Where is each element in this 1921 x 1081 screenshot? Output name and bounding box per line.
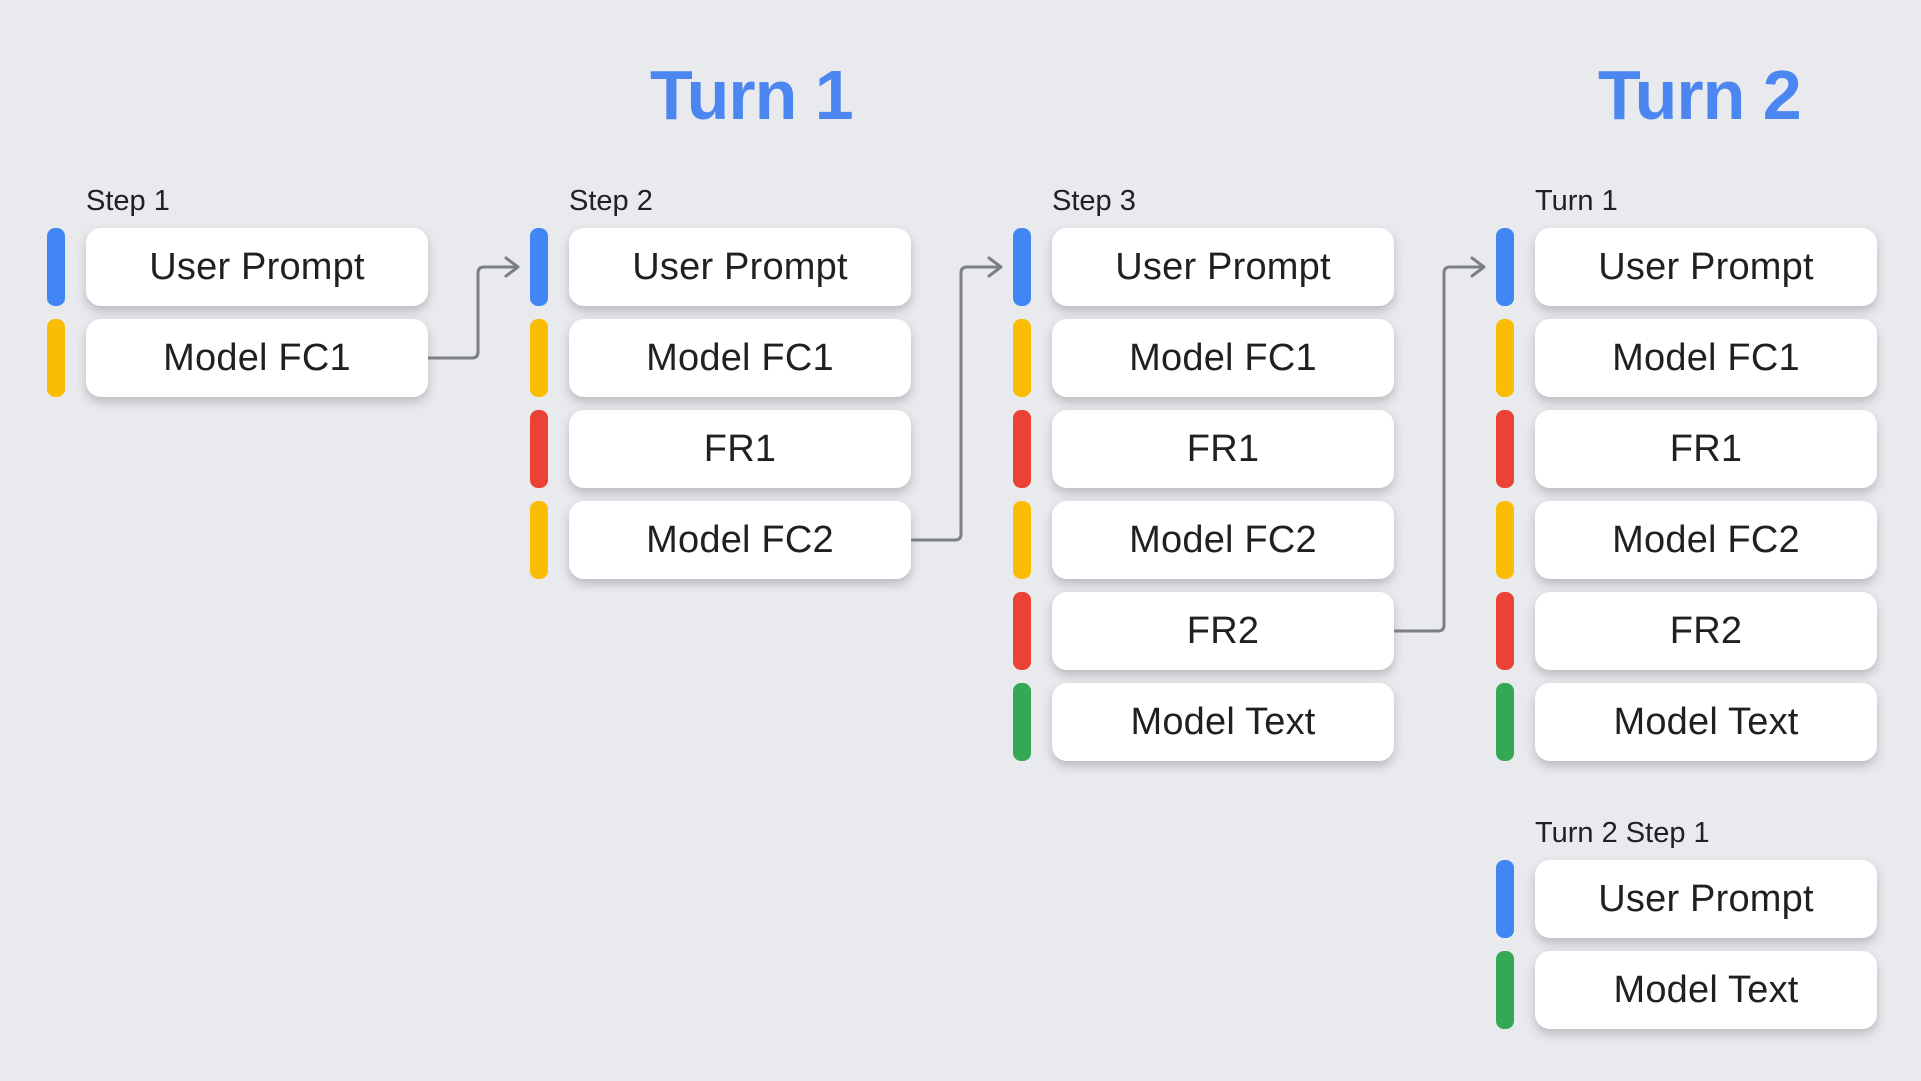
box-label: User Prompt bbox=[1598, 245, 1814, 288]
model-fc1-box: Model FC1 bbox=[1052, 319, 1394, 397]
group-label-step-2: Step 2 bbox=[569, 185, 653, 217]
model-fc-color-bar bbox=[1496, 501, 1514, 579]
model-fc-color-bar bbox=[1013, 319, 1031, 397]
function-response-color-bar bbox=[1496, 410, 1514, 488]
turn-2-title: Turn 2 bbox=[1598, 56, 1802, 134]
model-fc1-box: Model FC1 bbox=[569, 319, 911, 397]
model-fc2-box: Model FC2 bbox=[1535, 501, 1877, 579]
fr2-box: FR2 bbox=[1052, 592, 1394, 670]
box-label: User Prompt bbox=[1115, 245, 1331, 288]
user-prompt-color-bar bbox=[530, 228, 548, 306]
row-model-fc1: Model FC1 bbox=[530, 319, 911, 397]
box-label: FR2 bbox=[1669, 609, 1743, 652]
model-text-box: Model Text bbox=[1535, 683, 1877, 761]
row-model-text: Model Text bbox=[1013, 683, 1394, 761]
row-user-prompt: User Prompt bbox=[1496, 228, 1877, 306]
group-label-step-1: Step 1 bbox=[86, 185, 170, 217]
function-response-color-bar bbox=[530, 410, 548, 488]
model-fc1-box: Model FC1 bbox=[86, 319, 428, 397]
row-fr2: FR2 bbox=[1496, 592, 1877, 670]
row-fr1: FR1 bbox=[1013, 410, 1394, 488]
function-response-color-bar bbox=[1013, 592, 1031, 670]
model-text-color-bar bbox=[1013, 683, 1031, 761]
group-turn-1-context: Turn 1 User Prompt Model FC1 FR1 Model F… bbox=[1496, 185, 1877, 774]
model-fc2-box: Model FC2 bbox=[569, 501, 911, 579]
row-user-prompt: User Prompt bbox=[1013, 228, 1394, 306]
box-label: Model FC2 bbox=[1129, 518, 1317, 561]
group-turn-2-step-1: Turn 2 Step 1 User Prompt Model Text bbox=[1496, 817, 1877, 1042]
fr1-box: FR1 bbox=[1535, 410, 1877, 488]
function-response-color-bar bbox=[1013, 410, 1031, 488]
box-label: Model FC1 bbox=[1129, 336, 1317, 379]
group-label-turn-1: Turn 1 bbox=[1535, 185, 1618, 217]
user-prompt-box: User Prompt bbox=[1535, 860, 1877, 938]
box-label: User Prompt bbox=[149, 245, 365, 288]
model-fc-color-bar bbox=[530, 501, 548, 579]
model-text-box: Model Text bbox=[1535, 951, 1877, 1029]
model-fc-color-bar bbox=[1496, 319, 1514, 397]
row-model-fc2: Model FC2 bbox=[530, 501, 911, 579]
arrow-step1-to-step2 bbox=[428, 265, 517, 360]
fr2-box: FR2 bbox=[1535, 592, 1877, 670]
arrowhead-step1-to-step2 bbox=[504, 256, 520, 278]
row-model-fc2: Model FC2 bbox=[1496, 501, 1877, 579]
model-fc-color-bar bbox=[530, 319, 548, 397]
row-fr1: FR1 bbox=[530, 410, 911, 488]
function-response-color-bar bbox=[1496, 592, 1514, 670]
box-label: Model FC1 bbox=[1612, 336, 1800, 379]
arrowhead-step3-to-turn1 bbox=[1470, 256, 1486, 278]
group-label-turn-2-step-1: Turn 2 Step 1 bbox=[1535, 817, 1710, 849]
user-prompt-box: User Prompt bbox=[1052, 228, 1394, 306]
row-fr1: FR1 bbox=[1496, 410, 1877, 488]
box-label: FR2 bbox=[1186, 609, 1260, 652]
row-model-text: Model Text bbox=[1496, 951, 1877, 1029]
box-label: User Prompt bbox=[632, 245, 848, 288]
model-fc1-box: Model FC1 bbox=[1535, 319, 1877, 397]
row-user-prompt: User Prompt bbox=[530, 228, 911, 306]
fr1-box: FR1 bbox=[569, 410, 911, 488]
arrow-step3-to-turn1 bbox=[1394, 265, 1483, 633]
user-prompt-color-bar bbox=[47, 228, 65, 306]
user-prompt-box: User Prompt bbox=[569, 228, 911, 306]
box-label: Model Text bbox=[1613, 968, 1799, 1011]
row-model-fc1: Model FC1 bbox=[47, 319, 428, 397]
model-fc-color-bar bbox=[1013, 501, 1031, 579]
box-label: Model FC1 bbox=[646, 336, 834, 379]
row-model-fc1: Model FC1 bbox=[1496, 319, 1877, 397]
row-user-prompt: User Prompt bbox=[47, 228, 428, 306]
group-label-step-3: Step 3 bbox=[1052, 185, 1136, 217]
arrowhead-step2-to-step3 bbox=[987, 256, 1003, 278]
user-prompt-color-bar bbox=[1013, 228, 1031, 306]
model-text-color-bar bbox=[1496, 683, 1514, 761]
group-step-1: Step 1 User Prompt Model FC1 bbox=[47, 185, 428, 410]
group-step-2: Step 2 User Prompt Model FC1 FR1 Model F… bbox=[530, 185, 911, 592]
box-label: Model Text bbox=[1613, 700, 1799, 743]
arrow-step2-to-step3 bbox=[911, 265, 1000, 542]
row-model-fc2: Model FC2 bbox=[1013, 501, 1394, 579]
model-fc2-box: Model FC2 bbox=[1052, 501, 1394, 579]
row-user-prompt: User Prompt bbox=[1496, 860, 1877, 938]
box-label: User Prompt bbox=[1598, 877, 1814, 920]
box-label: Model FC2 bbox=[1612, 518, 1800, 561]
row-model-text: Model Text bbox=[1496, 683, 1877, 761]
box-label: FR1 bbox=[703, 427, 777, 470]
group-step-3: Step 3 User Prompt Model FC1 FR1 Model F… bbox=[1013, 185, 1394, 774]
box-label: FR1 bbox=[1186, 427, 1260, 470]
row-fr2: FR2 bbox=[1013, 592, 1394, 670]
model-fc-color-bar bbox=[47, 319, 65, 397]
box-label: FR1 bbox=[1669, 427, 1743, 470]
user-prompt-color-bar bbox=[1496, 860, 1514, 938]
user-prompt-box: User Prompt bbox=[1535, 228, 1877, 306]
user-prompt-color-bar bbox=[1496, 228, 1514, 306]
model-text-box: Model Text bbox=[1052, 683, 1394, 761]
row-model-fc1: Model FC1 bbox=[1013, 319, 1394, 397]
user-prompt-box: User Prompt bbox=[86, 228, 428, 306]
model-text-color-bar bbox=[1496, 951, 1514, 1029]
box-label: Model FC2 bbox=[646, 518, 834, 561]
box-label: Model FC1 bbox=[163, 336, 351, 379]
fr1-box: FR1 bbox=[1052, 410, 1394, 488]
turn-1-title: Turn 1 bbox=[650, 56, 854, 134]
box-label: Model Text bbox=[1130, 700, 1316, 743]
